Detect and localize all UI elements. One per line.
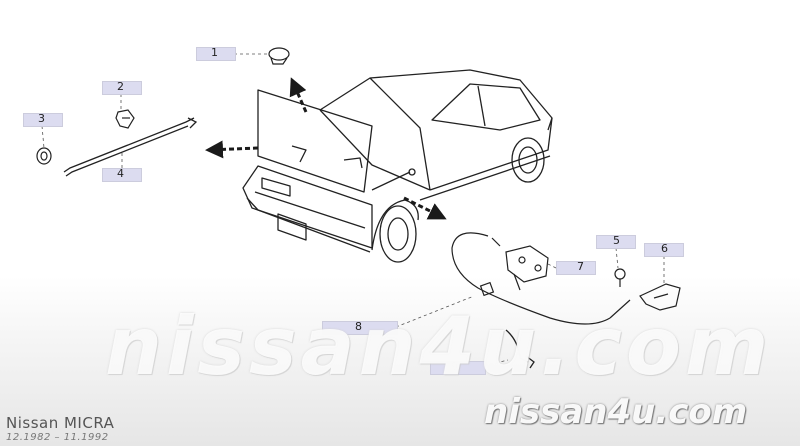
watermark-corner: nissan4u.com <box>484 392 748 432</box>
part-bumper-3 <box>36 147 52 165</box>
leader-lines <box>41 53 665 367</box>
part-screw-5 <box>614 268 626 287</box>
callout-number: 6 <box>661 242 668 255</box>
part-hood-lock-7 <box>505 245 549 291</box>
callout-4: 4 <box>102 167 142 182</box>
callout-3: 3 <box>23 112 63 127</box>
callout-9: 9 <box>430 360 486 375</box>
vehicle-model: Nissan MICRA <box>6 414 115 432</box>
callout-number: 5 <box>613 234 620 247</box>
callout-8: 8 <box>322 320 398 335</box>
callout-5: 5 <box>596 234 636 249</box>
part-release-cable-8 <box>451 232 631 325</box>
callout-7: 7 <box>556 260 596 275</box>
arrow-icon <box>205 77 447 220</box>
callout-1: 1 <box>196 46 236 61</box>
callout-number: 9 <box>451 360 458 373</box>
callout-number: 8 <box>355 320 362 333</box>
callout-6: 6 <box>644 242 684 257</box>
callout-number: 1 <box>211 46 218 59</box>
callout-number: 7 <box>577 260 584 273</box>
callout-number: 2 <box>117 80 124 93</box>
watermark-center: nissan4u.com <box>105 300 773 393</box>
car-body <box>242 69 553 263</box>
part-grommet-1 <box>268 47 290 65</box>
callout-2: 2 <box>102 80 142 95</box>
callout-number: 4 <box>117 167 124 180</box>
callout-number: 3 <box>38 112 45 125</box>
vehicle-dates: 12.1982 – 11.1992 <box>6 432 109 443</box>
part-release-handle-6 <box>639 283 681 311</box>
part-hood-rod-4 <box>63 117 198 177</box>
part-cable-clip-9 <box>505 329 535 369</box>
part-clip-2 <box>115 109 135 129</box>
